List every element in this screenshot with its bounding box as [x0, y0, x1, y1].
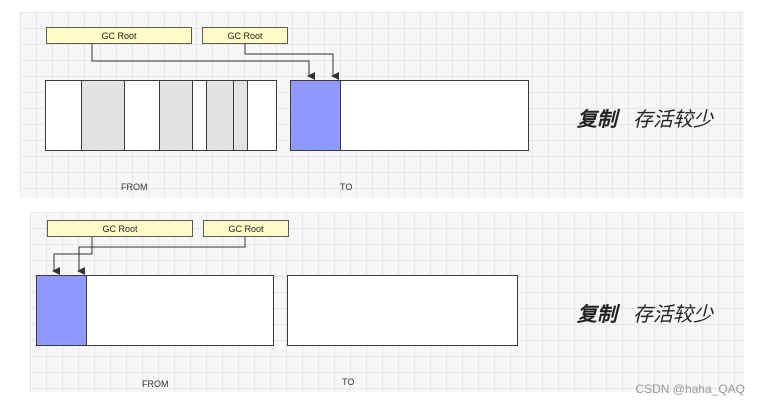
reference-arrow — [52, 237, 93, 275]
gc-root-box: GC Root — [47, 220, 193, 237]
caption-text: 存活较少 — [633, 107, 713, 131]
caption-text: 存活较少 — [633, 302, 713, 326]
live-object — [81, 81, 125, 150]
from-space — [45, 80, 277, 151]
gc-root-box: GC Root — [46, 27, 192, 44]
caption-bold: 复制 — [577, 107, 617, 131]
caption: 复制存活较少 — [577, 298, 713, 327]
caption: 复制存活较少 — [577, 103, 713, 132]
live-object — [233, 81, 248, 150]
reference-arrow — [91, 44, 315, 80]
to-space — [287, 275, 518, 346]
copied-object — [326, 81, 341, 150]
reference-arrow — [244, 44, 339, 80]
copied-object — [72, 276, 87, 345]
copied-object — [37, 276, 73, 345]
caption-bold: 复制 — [577, 302, 617, 326]
live-object — [159, 81, 193, 150]
from-label: FROM — [142, 379, 169, 389]
gc-root-box: GC Root — [202, 27, 288, 44]
gc-root-box: GC Root — [203, 220, 289, 237]
to-label: TO — [340, 182, 353, 192]
to-label: TO — [342, 377, 355, 387]
watermark: CSDN @haha_QAQ — [635, 382, 745, 396]
from-space — [36, 275, 274, 346]
from-label: FROM — [121, 182, 148, 192]
reference-arrow — [77, 237, 246, 275]
to-space — [290, 80, 529, 151]
